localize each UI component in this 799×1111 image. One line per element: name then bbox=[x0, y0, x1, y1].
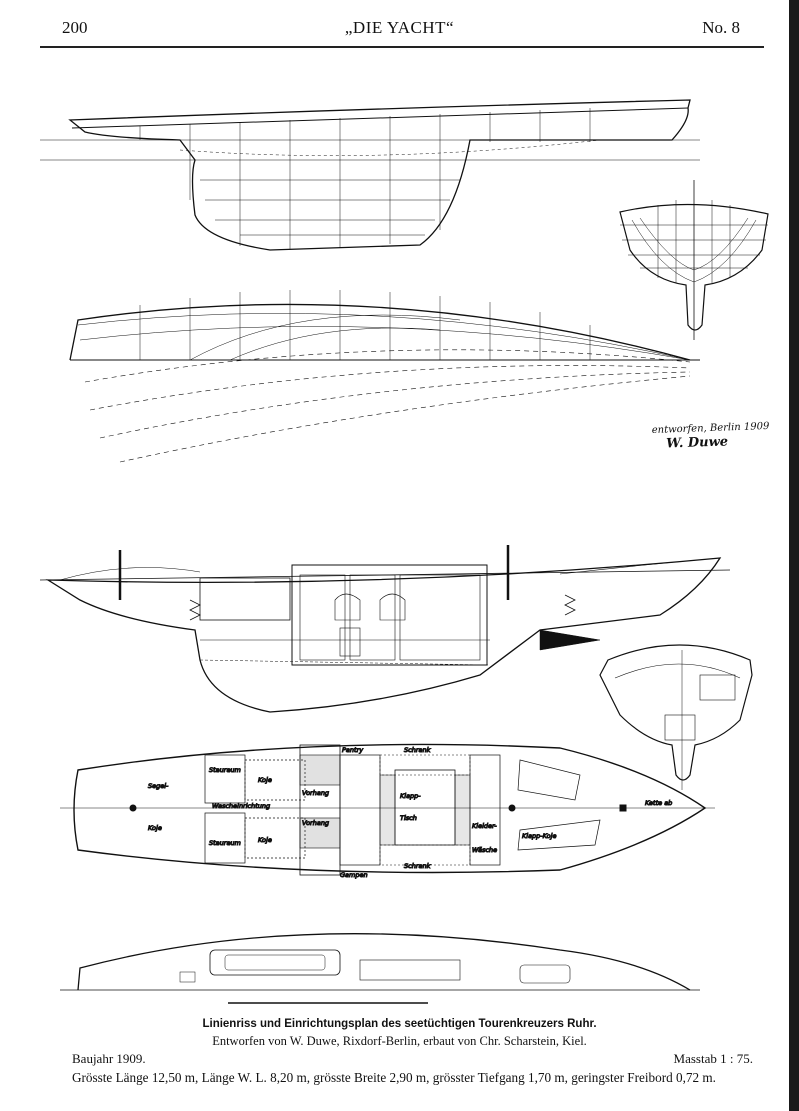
label-waesche: Wäsche bbox=[472, 846, 497, 854]
body-plan bbox=[619, 180, 769, 340]
label-tisch: Tisch bbox=[400, 814, 417, 822]
label-koje-1: Koje bbox=[258, 776, 272, 784]
caption-scale: Masstab 1 : 75. bbox=[673, 1051, 753, 1066]
page-number: 200 bbox=[62, 18, 88, 37]
designer-signature: entworfen, Berlin 1909 W. Duwe bbox=[652, 420, 771, 452]
label-kette: Kette ab bbox=[645, 799, 672, 807]
half-breadth-plan bbox=[69, 290, 700, 463]
label-segel: Segel- bbox=[148, 782, 169, 790]
label-pantry: Pantry bbox=[342, 746, 363, 754]
caption-subtitle: Entworfen von W. Duwe, Rixdorf-Berlin, e… bbox=[212, 1034, 587, 1048]
page-header: 200 „DIE YACHT“ No. 8 bbox=[0, 18, 780, 44]
header-rule bbox=[40, 46, 764, 48]
label-klapp: Klapp- bbox=[400, 792, 421, 800]
caption-title: Linienriss und Einrichtungsplan des seet… bbox=[202, 1018, 597, 1030]
deck-plan bbox=[60, 933, 700, 1004]
label-gampen: Gampen bbox=[340, 871, 368, 879]
technical-drawing: Segel- Koje Stauraum Stauraum Koje Koje … bbox=[39, 99, 769, 1004]
journal-title: „DIE YACHT“ bbox=[344, 18, 455, 37]
midship-section bbox=[599, 644, 753, 790]
label-stauraum-1: Stauraum bbox=[209, 766, 241, 774]
label-schrank-2: Schrank bbox=[404, 862, 431, 870]
label-schrank-1: Schrank bbox=[404, 746, 431, 754]
label-koje-fore: Koje bbox=[148, 824, 162, 832]
caption-dimensions: Grösste Länge 12,50 m, Länge W. L. 8,20 … bbox=[72, 1070, 716, 1085]
label-vorhang-1: Vorhang bbox=[302, 789, 329, 797]
label-vorhang-2: Vorhang bbox=[302, 819, 329, 827]
sheer-plan bbox=[40, 99, 700, 251]
label-kleider: Kleider- bbox=[472, 822, 497, 830]
label-klapp-koje: Klapp-Koje bbox=[522, 832, 556, 840]
issue-number: No. 8 bbox=[702, 18, 740, 37]
label-stauraum-2: Stauraum bbox=[209, 839, 241, 847]
label-koje-2: Koje bbox=[258, 836, 272, 844]
caption-year: Baujahr 1909. bbox=[72, 1051, 146, 1066]
scan-edge bbox=[789, 0, 799, 1111]
label-wascheinrichtung: Wascheinrichtung bbox=[212, 802, 270, 810]
inboard-profile bbox=[39, 545, 731, 713]
accommodation-plan: Segel- Koje Stauraum Stauraum Koje Koje … bbox=[60, 743, 715, 880]
